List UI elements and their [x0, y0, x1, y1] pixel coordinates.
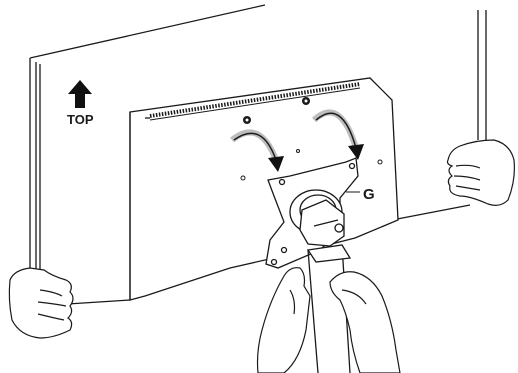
hand-right — [448, 140, 515, 205]
monitor-body — [30, 5, 486, 305]
top-label: TOP — [67, 112, 94, 127]
hand-left — [9, 268, 73, 338]
top-indicator: TOP — [67, 80, 94, 127]
hand-lower-left — [258, 268, 311, 373]
up-arrow-icon — [68, 80, 92, 108]
part-label: G — [363, 186, 375, 203]
rear-housing — [130, 78, 398, 300]
hand-lower-right — [330, 272, 400, 373]
